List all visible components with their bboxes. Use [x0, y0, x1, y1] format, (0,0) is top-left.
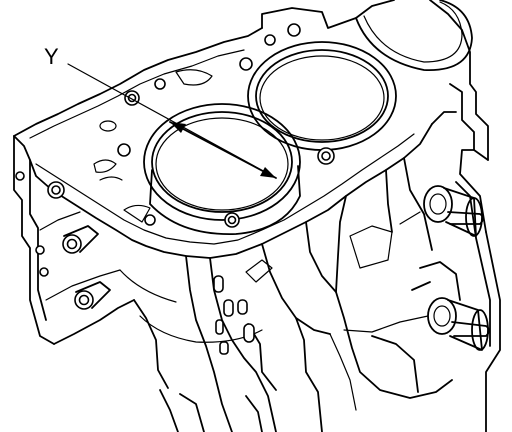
block-deck-outline — [13, 27, 433, 259]
block-rear-outline — [261, 0, 501, 432]
cylinder-bore-front — [143, 103, 301, 221]
cylinder-bore-rear — [355, 0, 473, 71]
dimension-arrowhead-right — [260, 167, 276, 178]
block-lower-skirt — [119, 157, 453, 432]
bottom-ribs — [159, 317, 357, 432]
dimension-y: Y — [44, 44, 277, 179]
dimension-label-y: Y — [44, 44, 59, 69]
block-left-side — [13, 135, 135, 345]
dimension-arrowhead-left — [170, 122, 186, 133]
cylinder-bores — [143, 0, 473, 235]
cylinder-bore-middle — [247, 41, 397, 151]
right-side-studs — [411, 185, 490, 351]
dimension-line — [169, 121, 277, 179]
front-face-slots — [213, 259, 273, 355]
deck-bolt-holes — [93, 23, 335, 228]
